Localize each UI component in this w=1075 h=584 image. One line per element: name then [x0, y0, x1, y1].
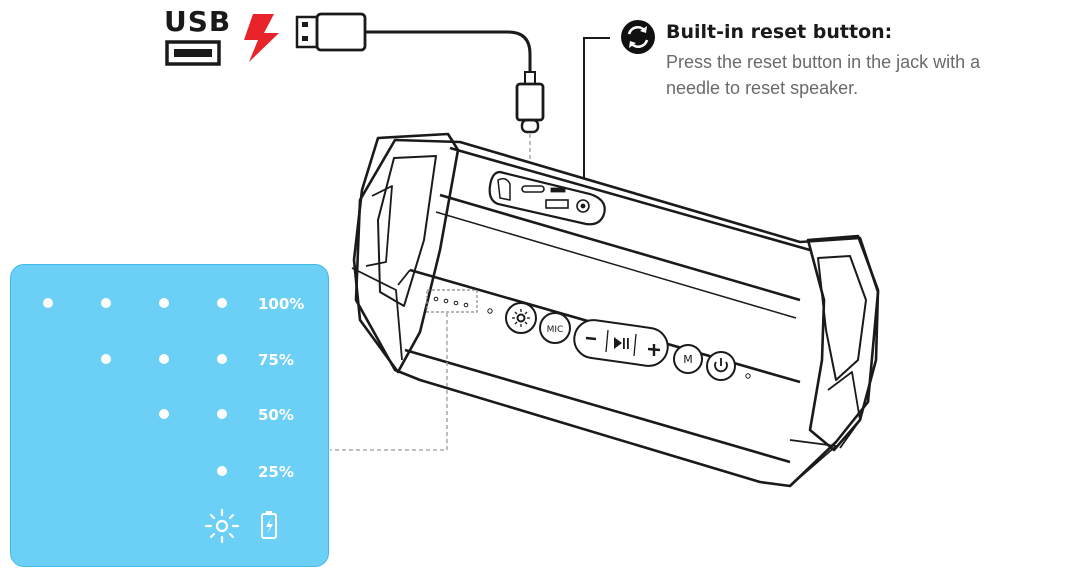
battery-charging-icon [261, 511, 277, 539]
reset-description-line-2: needle to reset speaker. [666, 78, 859, 98]
battery-dot [101, 354, 111, 364]
play-pause-icon [614, 337, 629, 349]
control-buttons [487, 302, 751, 381]
battery-level-label-50: 50% [258, 406, 294, 424]
battery-dot [217, 298, 227, 308]
reset-icon [621, 20, 655, 54]
speaker-body [351, 132, 880, 488]
reset-description: Press the reset button in the jack with … [666, 49, 1066, 101]
battery-level-label-25: 25% [258, 463, 294, 481]
battery-dot [217, 409, 227, 419]
port-panel [488, 170, 606, 226]
battery-level-dots [43, 298, 227, 476]
battery-level-label-100: 100% [258, 295, 305, 313]
battery-level-label-75: 75% [258, 351, 294, 369]
battery-dot [159, 409, 169, 419]
power-icon [706, 351, 736, 381]
mode-button-label: M [683, 353, 693, 366]
battery-dot [217, 466, 227, 476]
mode-button [673, 344, 703, 374]
reset-title: Built-in reset button: [666, 21, 893, 43]
battery-indicator-leds [426, 289, 478, 313]
reset-description-line-1: Press the reset button in the jack with … [666, 52, 981, 72]
usb-icon [165, 40, 221, 66]
lightning-icon [244, 14, 279, 62]
mic-button [539, 312, 571, 344]
battery-dot [43, 298, 53, 308]
usb-label: USB [164, 5, 232, 38]
battery-dot [159, 354, 169, 364]
battery-dot [101, 298, 111, 308]
light-icon [204, 508, 240, 544]
battery-dot [159, 298, 169, 308]
battery-dot [217, 354, 227, 364]
usb-plug-icon [295, 12, 532, 72]
mic-button-label: MIC [547, 325, 564, 335]
usb-c-plug-icon [515, 71, 545, 134]
light-button [505, 302, 537, 334]
